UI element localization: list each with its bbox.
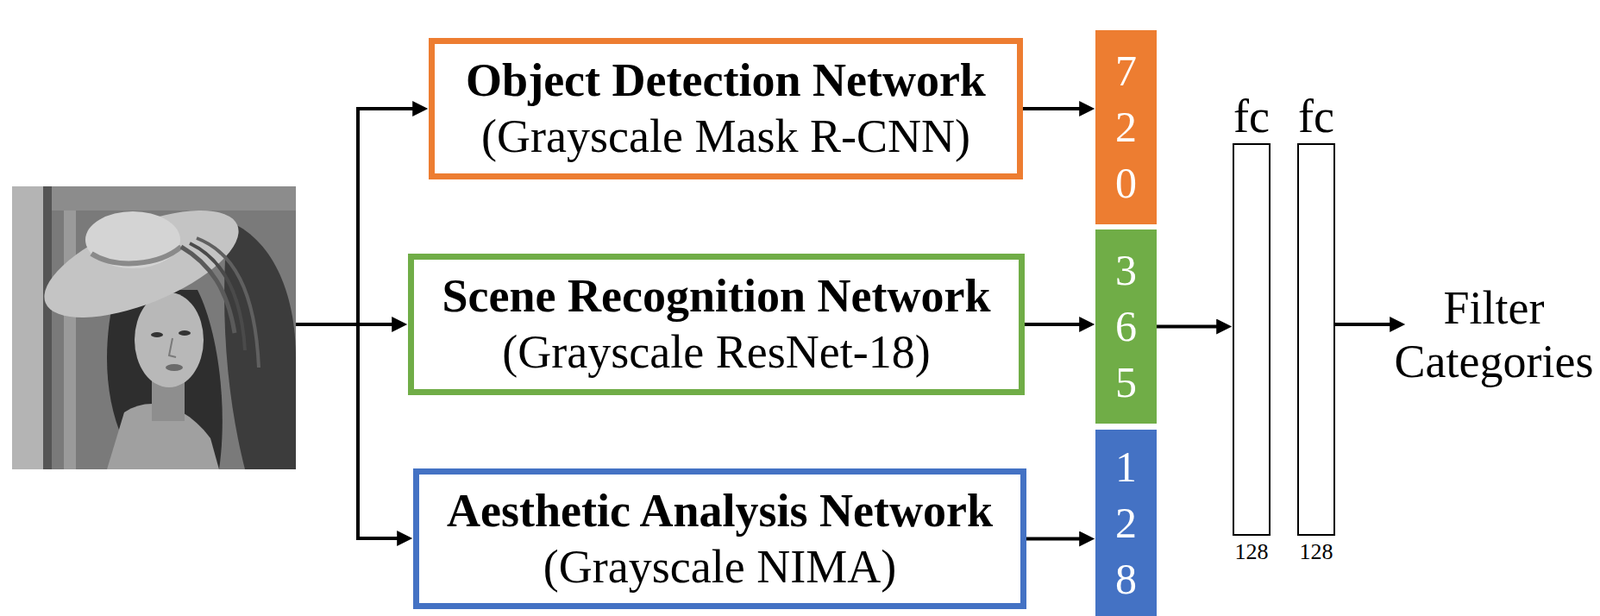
layer-name: fc (1233, 93, 1270, 140)
photo-illustration (12, 186, 296, 470)
layer-size: 128 (1299, 540, 1334, 564)
arrow-connector (1156, 325, 1226, 329)
fc-layer: fc128 (1232, 143, 1271, 536)
feature-dimension: 128 (1113, 439, 1140, 608)
arrow-connector (1026, 537, 1089, 541)
feature-vector: 365 (1095, 229, 1157, 424)
feature-vector: 720 (1095, 30, 1157, 225)
network-subtitle: (Grayscale Mask R-CNN) (481, 108, 971, 165)
network-subtitle: (Grayscale NIMA) (543, 539, 897, 596)
network-title: Scene Recognition Network (442, 268, 992, 325)
network-box: Scene Recognition Network(Grayscale ResN… (407, 253, 1025, 396)
feature-dimension: 720 (1113, 43, 1140, 212)
arrow-connector (1024, 322, 1089, 327)
network-title: Object Detection Network (465, 52, 986, 109)
feature-vector: 128 (1095, 429, 1157, 616)
network-title: Aesthetic Analysis Network (446, 483, 993, 540)
network-subtitle: (Grayscale ResNet-18) (501, 324, 930, 381)
fc-layer: fc128 (1297, 143, 1336, 536)
layer-name: fc (1298, 93, 1335, 140)
output-label: Filter Categories (1390, 281, 1598, 389)
network-box: Object Detection Network(Grayscale Mask … (428, 37, 1023, 180)
feature-dimension: 365 (1113, 242, 1140, 411)
layer-size: 128 (1235, 540, 1269, 564)
network-box: Aesthetic Analysis Network(Grayscale NIM… (413, 468, 1027, 609)
arrow-connector (1022, 106, 1089, 111)
